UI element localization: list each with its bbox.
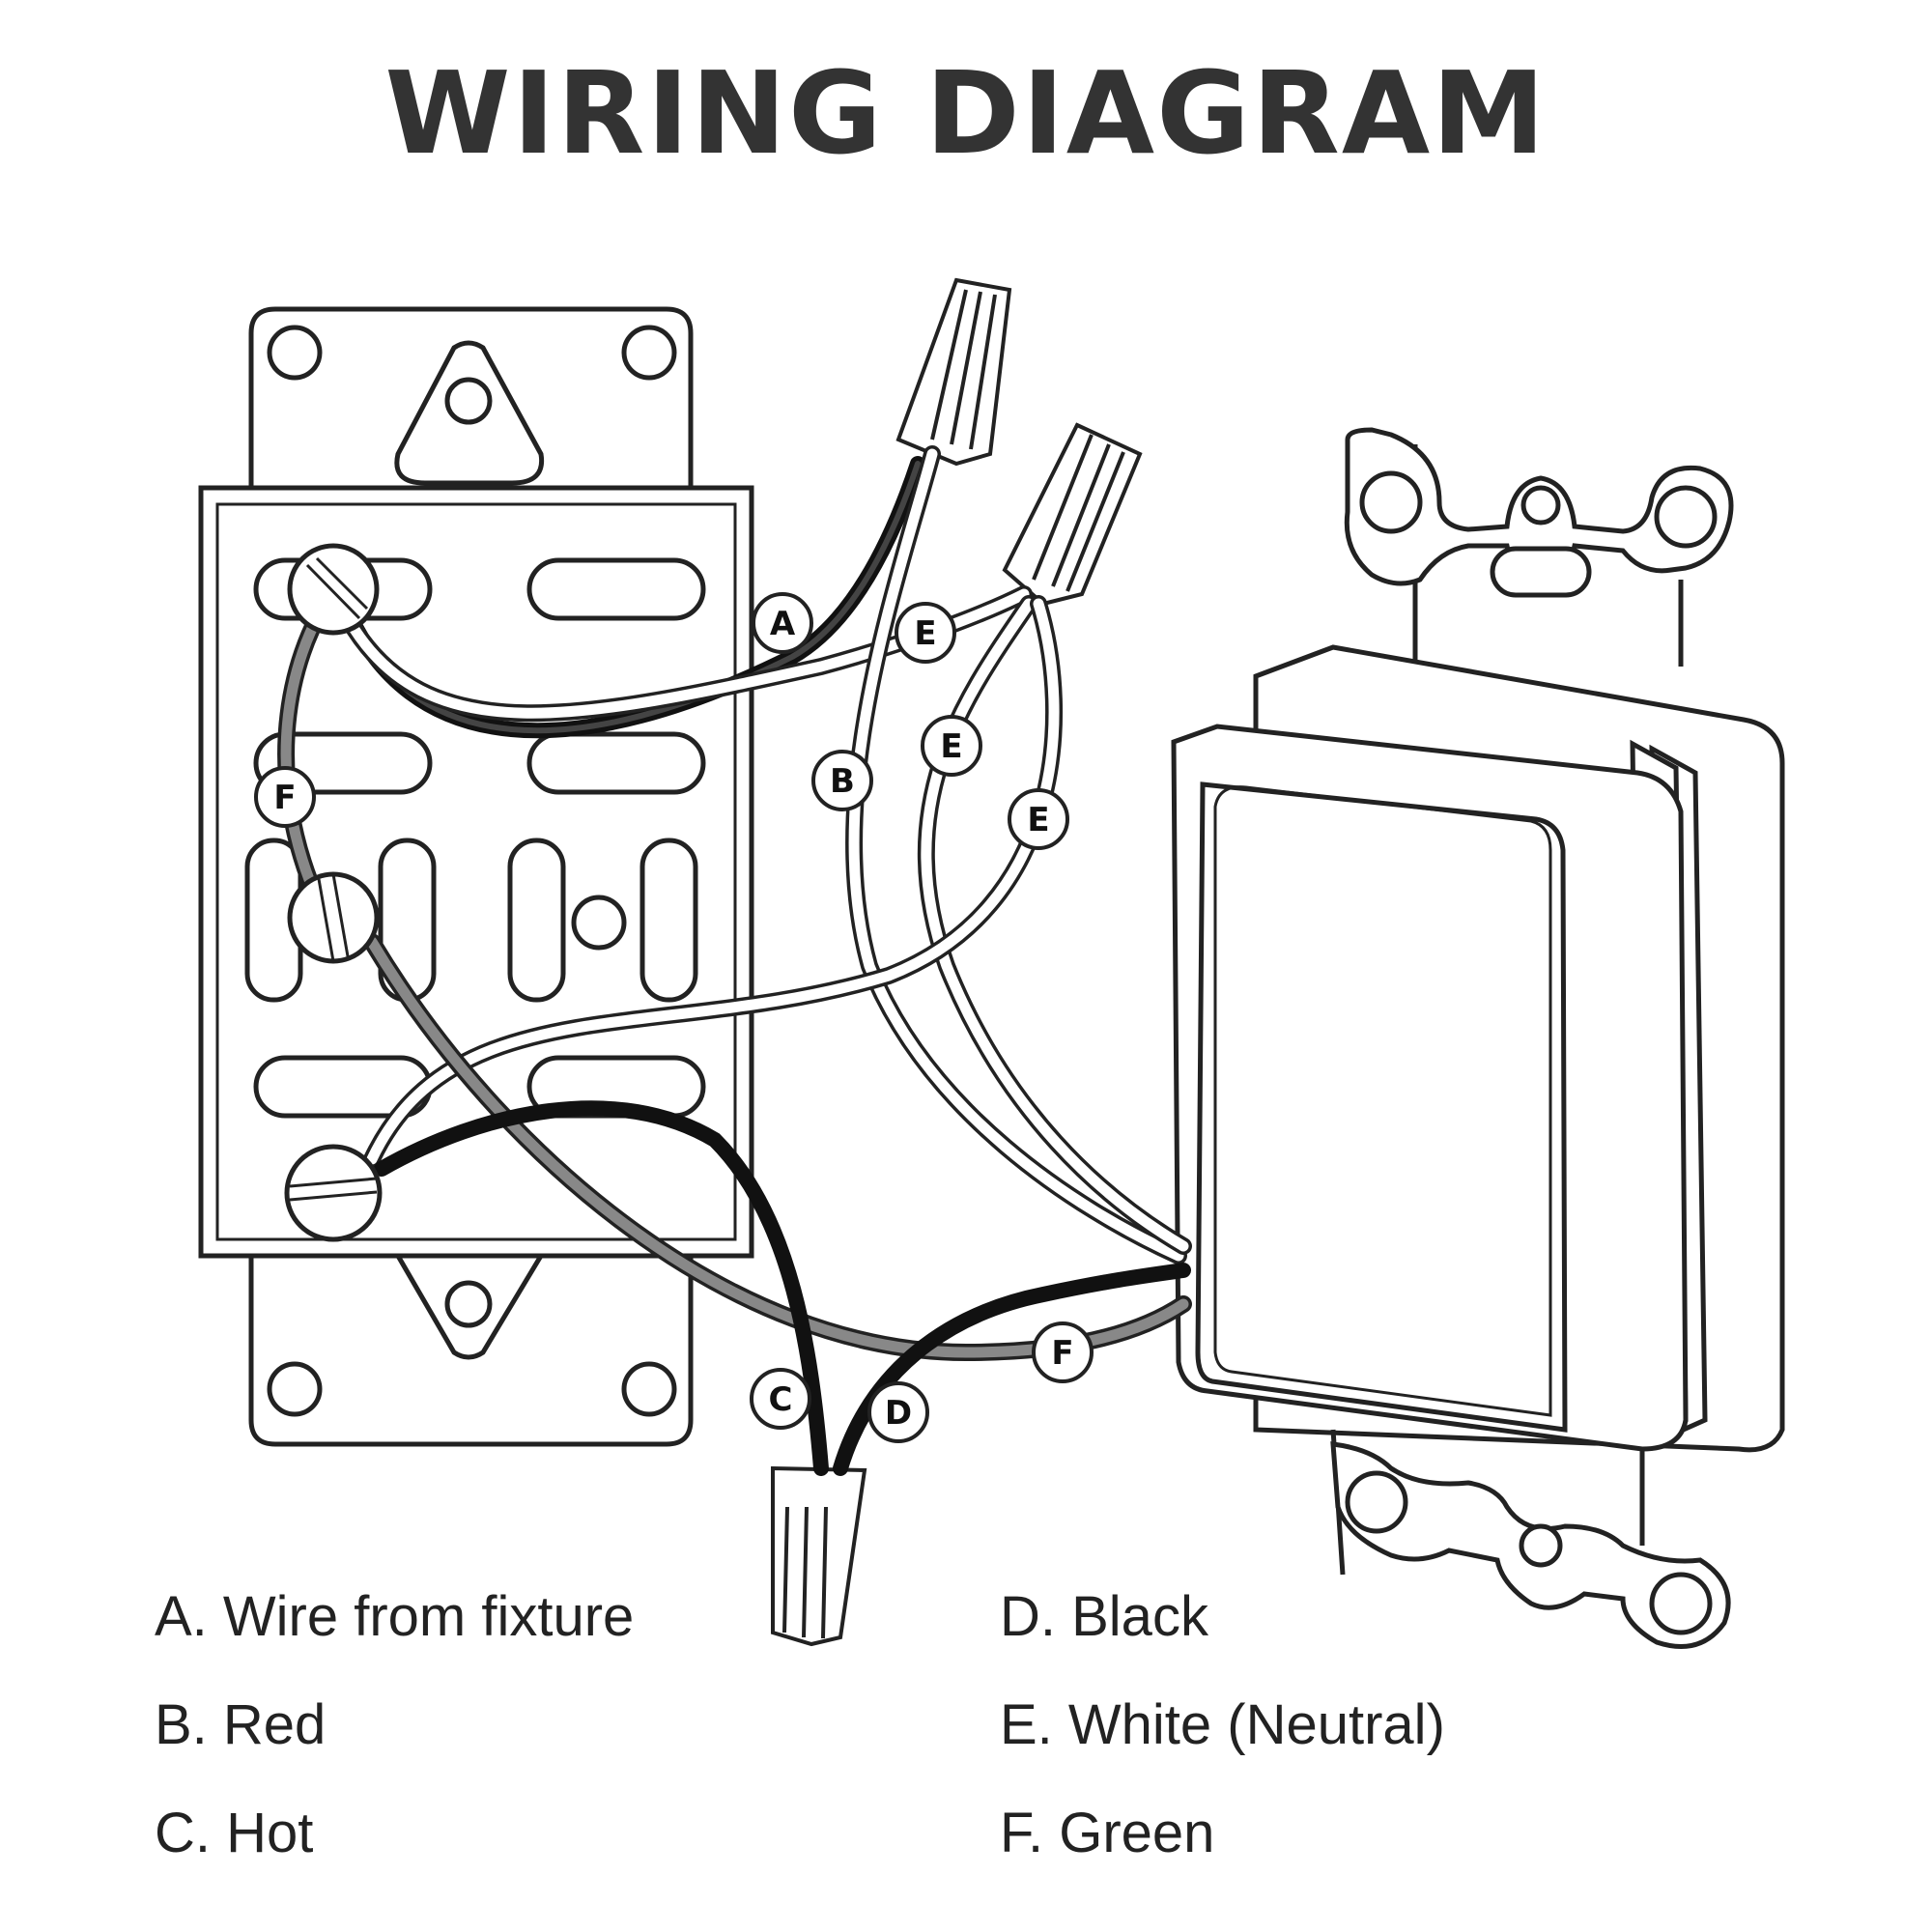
wire-nut-bottom bbox=[771, 1465, 867, 1647]
svg-text:A: A bbox=[770, 605, 796, 643]
svg-text:B: B bbox=[830, 762, 855, 801]
wire-label-a: A bbox=[752, 592, 813, 654]
wire-label-b: B bbox=[811, 750, 873, 811]
wire-label-d: D bbox=[867, 1381, 929, 1443]
legend-item-f: F. Green bbox=[1000, 1802, 1215, 1864]
wire-label-e-middle: E bbox=[921, 715, 982, 777]
svg-text:C: C bbox=[769, 1380, 793, 1419]
wire-label-e-top: E bbox=[895, 602, 956, 664]
svg-text:E: E bbox=[940, 727, 962, 766]
svg-text:D: D bbox=[885, 1394, 912, 1433]
gfci-receptacle bbox=[1171, 427, 1785, 1649]
svg-text:F: F bbox=[1051, 1334, 1073, 1373]
switch-body bbox=[198, 485, 754, 1259]
terminal-screws bbox=[284, 543, 383, 1242]
wire-nut-right bbox=[1002, 422, 1143, 607]
wire-label-c: C bbox=[750, 1368, 811, 1430]
svg-text:E: E bbox=[1027, 801, 1049, 839]
svg-text:F: F bbox=[273, 779, 296, 817]
legend-item-d: D. Black bbox=[1000, 1585, 1208, 1648]
legend-item-e: E. White (Neutral) bbox=[1000, 1693, 1445, 1756]
legend-item-c: C. Hot bbox=[155, 1802, 314, 1864]
terminal-screw-middle bbox=[287, 871, 380, 964]
wire-nut-top bbox=[895, 277, 1012, 467]
page-title: WIRING DIAGRAM bbox=[384, 46, 1548, 180]
wire-label-f-bottom: F bbox=[1032, 1321, 1094, 1383]
wire-label-f-left: F bbox=[254, 766, 316, 828]
terminal-screw-bottom bbox=[284, 1144, 383, 1242]
legend-item-b: B. Red bbox=[155, 1693, 327, 1756]
wire-label-e-right: E bbox=[1008, 788, 1069, 850]
svg-text:E: E bbox=[914, 614, 936, 653]
terminal-screw-top bbox=[287, 543, 380, 636]
legend-item-a: A. Wire from fixture bbox=[155, 1585, 635, 1648]
